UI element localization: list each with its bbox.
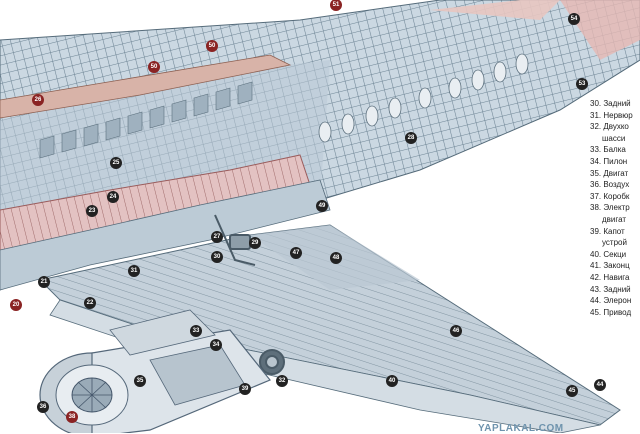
legend-item: 39. Капот — [590, 226, 625, 236]
svg-text:32: 32 — [279, 378, 286, 384]
legend-item: шасси — [602, 133, 626, 143]
svg-text:51: 51 — [333, 2, 340, 8]
svg-text:48: 48 — [333, 255, 340, 261]
callout-marker: 50 — [148, 61, 160, 73]
legend-item: 43. Задний — [590, 284, 631, 294]
callout-marker: 31 — [128, 265, 140, 277]
legend-item: двигат — [602, 214, 627, 224]
callout-marker: 47 — [290, 247, 302, 259]
svg-text:22: 22 — [87, 300, 94, 306]
svg-text:25: 25 — [113, 160, 120, 166]
callout-marker: 23 — [86, 205, 98, 217]
watermark: YAPLAKAL.COM — [478, 423, 564, 434]
svg-text:50: 50 — [151, 64, 158, 70]
legend-item: 33. Балка — [590, 145, 626, 155]
legend-item: 37. Коробк — [590, 191, 630, 201]
svg-text:36: 36 — [40, 404, 47, 410]
svg-text:46: 46 — [453, 328, 460, 334]
callout-marker: 54 — [568, 13, 580, 25]
callout-marker: 29 — [249, 237, 261, 249]
svg-text:28: 28 — [408, 135, 415, 141]
callout-marker: 26 — [32, 94, 44, 106]
callout-marker: 38 — [66, 411, 78, 423]
svg-text:26: 26 — [35, 97, 42, 103]
svg-text:30: 30 — [214, 254, 221, 260]
callout-marker: 45 — [566, 385, 578, 397]
callout-marker: 46 — [450, 325, 462, 337]
svg-text:23: 23 — [89, 208, 96, 214]
legend-item: 45. Привод — [590, 307, 632, 317]
callout-marker: 51 — [330, 0, 342, 11]
svg-text:29: 29 — [252, 240, 259, 246]
legend-item: 35. Двигат — [590, 168, 629, 178]
callout-marker: 40 — [386, 375, 398, 387]
svg-text:45: 45 — [569, 388, 576, 394]
svg-text:35: 35 — [137, 378, 144, 384]
legend-item: 42. Навига — [590, 272, 630, 282]
callout-marker: 21 — [38, 276, 50, 288]
svg-text:39: 39 — [242, 386, 249, 392]
engine — [39, 309, 271, 433]
landing-gear — [214, 214, 285, 375]
legend-item: 44. Элерон — [590, 296, 632, 306]
callout-marker: 35 — [134, 375, 146, 387]
callout-marker: 27 — [211, 231, 223, 243]
svg-text:54: 54 — [571, 16, 578, 22]
legend-item: 38. Электр — [590, 203, 630, 213]
svg-text:49: 49 — [319, 203, 326, 209]
callout-marker: 30 — [211, 251, 223, 263]
svg-text:53: 53 — [579, 81, 586, 87]
svg-text:31: 31 — [131, 268, 138, 274]
callout-marker: 20 — [10, 299, 22, 311]
legend-item: 31. Нервюр — [590, 110, 633, 120]
callout-marker: 32 — [276, 375, 288, 387]
callout-marker: 24 — [107, 191, 119, 203]
svg-text:20: 20 — [13, 302, 20, 308]
callout-marker: 36 — [37, 401, 49, 413]
svg-text:21: 21 — [41, 279, 48, 285]
svg-text:24: 24 — [110, 194, 117, 200]
callout-marker: 33 — [190, 325, 202, 337]
callout-marker: 49 — [316, 200, 328, 212]
svg-text:34: 34 — [213, 342, 220, 348]
callout-marker: 25 — [110, 157, 122, 169]
legend-item: устрой — [602, 238, 627, 248]
callout-marker: 39 — [239, 383, 251, 395]
legend-item: 40. Секци — [590, 249, 627, 259]
legend-item: 41. Законц — [590, 261, 630, 271]
legend-item: 30. Задний — [590, 99, 631, 108]
svg-text:38: 38 — [69, 414, 76, 420]
callout-marker: 50 — [206, 40, 218, 52]
legend-item: 36. Воздух — [590, 180, 630, 190]
fuselage — [0, 0, 640, 291]
callout-marker: 28 — [405, 132, 417, 144]
callout-marker: 22 — [84, 297, 96, 309]
legend-item: 34. Пилон — [590, 156, 628, 166]
marker-group: 51 50 50 54 53 26 28 25 24 23 49 27 29 3… — [10, 0, 606, 423]
svg-text:27: 27 — [214, 234, 221, 240]
legend-item: 32. Двухко — [590, 122, 629, 132]
callout-marker: 44 — [594, 379, 606, 391]
callout-marker: 48 — [330, 252, 342, 264]
svg-text:40: 40 — [389, 378, 396, 384]
callout-marker: 53 — [576, 78, 588, 90]
svg-text:50: 50 — [209, 43, 216, 49]
svg-text:44: 44 — [597, 382, 604, 388]
callout-marker: 34 — [210, 339, 222, 351]
svg-text:47: 47 — [293, 250, 300, 256]
parts-legend: 30. Задний 31. Нервюр 32. Двухко шасси 3… — [590, 98, 640, 318]
svg-text:33: 33 — [193, 328, 200, 334]
